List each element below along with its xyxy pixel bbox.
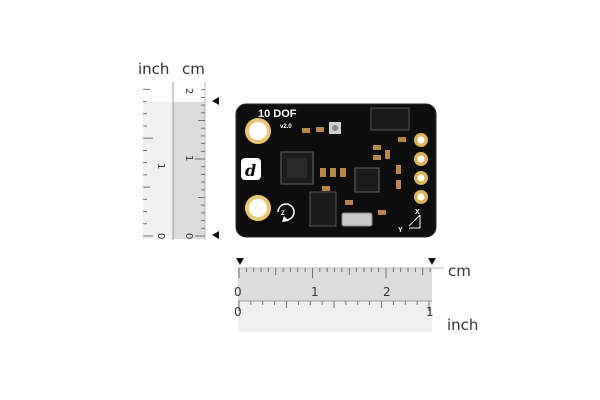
vertical-inch-label: inch	[138, 60, 169, 78]
header-pin-hole	[417, 193, 425, 201]
horizontal-cm-tick-1: 1	[311, 285, 319, 299]
horizontal-inch-strip	[238, 301, 432, 332]
horizontal-cm-label: cm	[448, 262, 471, 280]
vertical-cm-tick-0: 0	[183, 233, 194, 239]
regulator-chip	[370, 107, 410, 131]
horizontal-inch-tick-0: 0	[234, 305, 242, 319]
horizontal-right-marker	[428, 258, 436, 265]
vertical-bottom-marker	[212, 231, 219, 239]
ic-chip-pressure	[309, 191, 337, 227]
axis-x-label: X	[415, 209, 420, 216]
pcb-board: 10 DOF v2.0 d Z	[235, 103, 437, 238]
vertical-cm-strip	[173, 82, 205, 239]
horizontal-cm-strip	[238, 268, 432, 301]
horizontal-ruler: 0 1 2 0 1 cm inch	[234, 258, 478, 334]
horizontal-cm-tick-0: 0	[234, 285, 242, 299]
header-pin-hole	[417, 155, 425, 163]
horizontal-inch-label: inch	[447, 316, 478, 334]
crystal-oscillator	[341, 212, 373, 227]
header-pin-hole	[417, 136, 425, 144]
vertical-inch-strip	[143, 82, 173, 239]
vertical-top-marker	[212, 97, 219, 105]
horizontal-cm-tick-2: 2	[383, 285, 391, 299]
board-title: 10 DOF	[258, 108, 297, 120]
passive-components	[302, 127, 406, 215]
board-version: v2.0	[280, 124, 292, 130]
vertical-inch-tick-1: 1	[155, 163, 166, 169]
vertical-cm-label: cm	[182, 60, 205, 78]
header-pin-hole	[417, 174, 425, 182]
axis-marking: Y X	[398, 209, 421, 234]
brand-logo	[241, 158, 261, 180]
vertical-ruler: inch cm 1 0 2 1 0	[138, 60, 219, 240]
horizontal-left-marker	[236, 258, 244, 265]
vertical-cm-tick-1: 1	[183, 155, 194, 161]
brand-logo-letter: d	[245, 161, 256, 180]
axis-y-label: Y	[398, 227, 403, 234]
rotation-icon: Z	[277, 203, 295, 222]
svg-text:Z: Z	[281, 211, 285, 217]
ic-chip-small	[354, 167, 380, 193]
header-pins	[414, 133, 428, 204]
vertical-cm-tick-2: 2	[183, 88, 194, 94]
horizontal-inch-tick-1: 1	[426, 305, 434, 319]
vertical-inch-tick-0: 0	[155, 233, 166, 239]
